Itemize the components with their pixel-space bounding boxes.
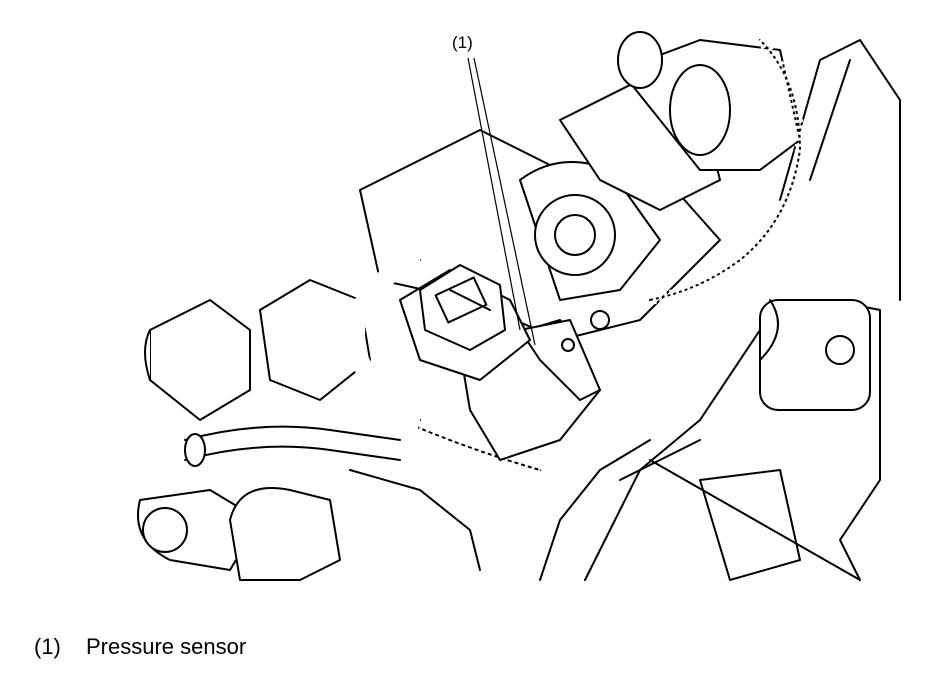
callout-number-1: (1) [452, 33, 473, 52]
legend-item-number: (1) [34, 634, 61, 659]
engine-line-drawing [137, 31, 901, 581]
callout-leader-line [467, 57, 536, 346]
vacuum-hose [347, 251, 424, 429]
intake-bracket [137, 279, 481, 581]
legend: (1) Pressure sensor [34, 634, 246, 660]
legend-item-label: Pressure sensor [86, 634, 247, 659]
engine-block [539, 39, 901, 581]
sensor-connector [399, 264, 531, 381]
